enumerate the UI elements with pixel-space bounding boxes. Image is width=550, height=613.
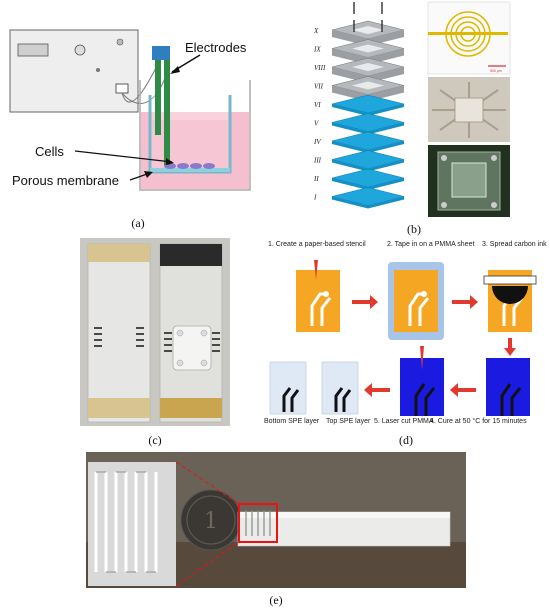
caption-d: (d) (399, 433, 413, 447)
step-5-label: 5. Laser cut PMMA (374, 418, 434, 425)
step-1-label: 1. Create a paper-based stencil (268, 241, 366, 248)
layer-IV (331, 131, 405, 151)
highlight-box (238, 503, 278, 543)
instrument-port (115, 83, 129, 94)
electrode (155, 60, 161, 135)
stencil (296, 270, 340, 332)
coin-numeral: 1 (204, 509, 218, 534)
step-4-label: 4. Cure at 50 °C for 15 minutes (430, 418, 527, 425)
electrode-traces-right (164, 332, 220, 352)
layer-label: VIII (314, 64, 326, 72)
layer-opening (352, 81, 384, 90)
layer-label: VI (314, 101, 321, 109)
scale-label: 500 μm (490, 69, 502, 73)
bottom-spe-layer (269, 361, 307, 415)
arrow-head (166, 158, 174, 165)
arrow-head (144, 171, 153, 178)
gold-strip (88, 244, 150, 262)
layer-label: IV (313, 138, 321, 146)
layer-side (332, 196, 404, 209)
dark-strip (160, 244, 222, 266)
layer-opening (352, 26, 384, 34)
layer-VI (331, 94, 405, 114)
pdms-block (172, 325, 212, 371)
layer-label: II (313, 175, 319, 183)
arrow (74, 150, 173, 163)
arrow-right (452, 295, 478, 309)
caption-a: (a) (131, 216, 145, 230)
top-spe-label: Top SPE layer (326, 418, 371, 425)
cell (203, 163, 215, 169)
layer-label: V (314, 120, 319, 128)
layer-I (331, 187, 405, 206)
layer-label: III (313, 157, 322, 165)
insert-medium (152, 120, 228, 170)
label-cells: Cells (35, 144, 64, 159)
panel-c-photo (80, 238, 230, 426)
layer-label: VII (314, 83, 324, 91)
bottom-spe-label: Bottom SPE layer (264, 418, 320, 425)
zoom-inset (88, 462, 176, 586)
panel-a-diagram: Electrodes Cells Porous membrane (9, 29, 251, 191)
layer-opening (352, 44, 384, 53)
squeegee-icon (483, 275, 537, 285)
label-electrodes: Electrodes (185, 40, 247, 55)
serpentine-pattern (94, 472, 158, 572)
layer-II (331, 168, 405, 188)
electrode-traces-left (94, 327, 144, 347)
zoom-line (175, 461, 240, 505)
layer-label: IX (313, 46, 321, 54)
layer-V (331, 113, 405, 132)
gold-strip (160, 398, 222, 418)
arrow-head (170, 66, 180, 74)
zoom-line (175, 541, 240, 587)
gold-strip (88, 398, 150, 418)
top-spe-layer (321, 361, 359, 415)
carbon-ink-blob (492, 286, 528, 304)
electrode-cap (152, 46, 170, 60)
laser-icon (420, 346, 424, 370)
beaker (139, 80, 251, 191)
arrow-left (364, 383, 390, 397)
arrow-left (450, 383, 476, 397)
caption-c: (c) (148, 433, 162, 447)
cutter-icon (314, 260, 318, 280)
cell (177, 163, 189, 169)
spiral-electrode-image (427, 1, 511, 75)
label-porous-membrane: Porous membrane (12, 173, 119, 188)
layer-opening (352, 63, 384, 71)
sensor-grid (245, 510, 271, 536)
instrument-display (17, 43, 49, 57)
step-2-label: 2. Tape in on a PMMA sheet (387, 241, 475, 248)
spiral-icon (428, 11, 508, 57)
chip-left (87, 243, 151, 423)
layer-III (331, 150, 405, 169)
cell (190, 163, 202, 169)
panel-d-diagram (269, 260, 537, 416)
layer-stack (331, 2, 405, 209)
step-3-label: 3. Spread carbon ink (482, 241, 547, 248)
caption-e: (e) (269, 593, 283, 607)
arrow-down (504, 338, 516, 356)
instrument-knob (74, 44, 86, 56)
caption-b: (b) (407, 222, 421, 236)
instrument-button (116, 38, 124, 46)
layer-label: X (313, 27, 319, 35)
porous-membrane-shape (150, 168, 230, 172)
electrode (164, 60, 170, 165)
instrument-jack (96, 68, 100, 72)
arrow-right (352, 295, 378, 309)
layer-label: I (313, 194, 317, 202)
panel-e-photo: 1 (86, 452, 466, 588)
